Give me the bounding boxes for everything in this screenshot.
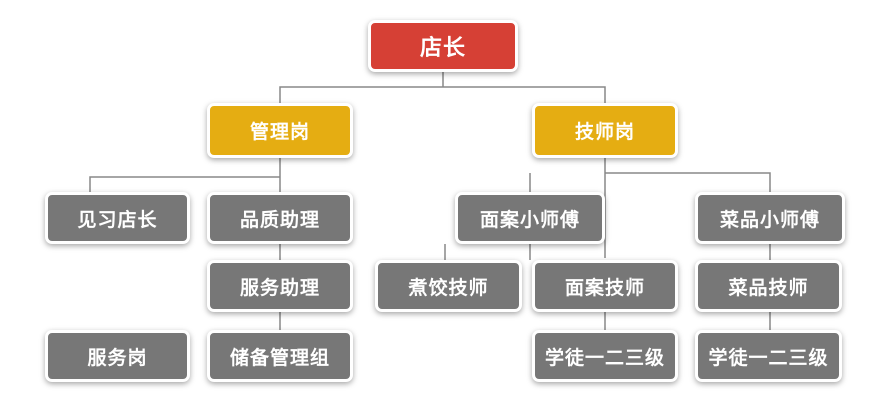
node-service-assistant: 服务助理: [207, 260, 353, 312]
node-noodle-master: 面案小师傅: [455, 192, 605, 244]
node-technician-post: 技师岗: [532, 103, 678, 158]
node-dish-apprentice: 学徒一二三级: [695, 330, 842, 382]
connector-management-children: [89, 158, 281, 192]
node-dumpling-technician: 煮饺技师: [375, 260, 522, 312]
node-quality-assistant: 品质助理: [207, 192, 353, 244]
node-service-post: 服务岗: [45, 330, 190, 382]
node-trainee-manager: 见习店长: [45, 192, 190, 244]
connector-technician-children: [529, 158, 771, 258]
node-store-manager: 店长: [368, 20, 518, 72]
node-management-post: 管理岗: [207, 103, 353, 158]
node-reserve-management-group: 储备管理组: [207, 330, 353, 382]
connector-root-branches: [279, 72, 606, 103]
node-dish-technician: 菜品技师: [695, 260, 842, 312]
connector-apprentices: [604, 244, 771, 330]
node-noodle-apprentice: 学徒一二三级: [532, 330, 678, 382]
node-noodle-technician: 面案技师: [532, 260, 678, 312]
connector-noodle-master: [444, 244, 531, 260]
node-dish-master: 菜品小师傅: [695, 192, 845, 244]
